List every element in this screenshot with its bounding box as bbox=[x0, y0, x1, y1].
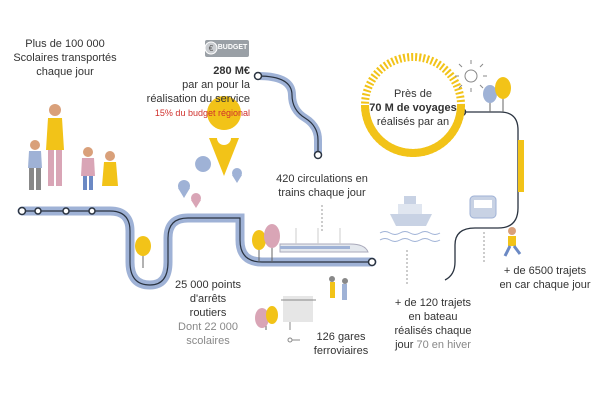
budget-note: 15% du budget régional bbox=[154, 108, 250, 118]
station-icon bbox=[281, 276, 348, 343]
bateau-line4a: jour bbox=[395, 339, 414, 351]
trains-line2: trains chaque jour bbox=[278, 187, 366, 199]
tree-icon bbox=[483, 77, 511, 112]
map-pin-icon bbox=[178, 96, 242, 208]
car-stat: + de 6500 trajets en car chaque jour bbox=[490, 264, 600, 292]
trains-line1: 420 circulations en bbox=[276, 173, 368, 185]
arrets-line4: Dont 22 000 bbox=[178, 321, 238, 333]
family-icon bbox=[28, 104, 118, 190]
gares-stat: 126 gares ferroviaires bbox=[306, 330, 376, 358]
car-line1: + de 6500 trajets bbox=[503, 265, 587, 277]
bateau-line2: en bateau bbox=[408, 311, 458, 323]
budget-stat: 280 M€ par an pour la réalisation du ser… bbox=[140, 64, 250, 120]
budget-badge-label: BUDGET bbox=[217, 44, 248, 51]
tree-icon bbox=[135, 224, 280, 330]
budget-line2: par an pour la bbox=[182, 79, 250, 91]
voyages-stat: Près de 70 M de voyages réalisés par an bbox=[363, 87, 463, 129]
boat-icon bbox=[379, 196, 441, 285]
voyages-line2: 70 M de voyages bbox=[369, 102, 457, 114]
scolaires-line3: chaque jour bbox=[36, 66, 94, 78]
bateau-stat: + de 120 trajets en bateau réalisés chaq… bbox=[383, 296, 483, 352]
arrets-line2: d'arrêts bbox=[189, 293, 227, 305]
gares-line2: ferroviaires bbox=[313, 345, 369, 357]
gares-line1: 126 gares bbox=[316, 331, 366, 343]
voyages-line3: réalisés par an bbox=[376, 116, 450, 128]
arrets-stat: 25 000 points d'arrêts routiers Dont 22 … bbox=[168, 278, 248, 348]
svg-text:€: € bbox=[209, 44, 214, 53]
arrets-line3: routiers bbox=[189, 307, 227, 319]
scolaires-stat: Plus de 100 000 Scolaires transportés ch… bbox=[10, 37, 120, 79]
sun-icon bbox=[455, 60, 487, 92]
train-icon bbox=[279, 205, 369, 253]
runner-icon bbox=[503, 227, 522, 257]
budget-badge-icon: € bbox=[204, 40, 249, 57]
bus-icon bbox=[469, 195, 497, 262]
trains-stat: 420 circulations en trains chaque jour bbox=[268, 172, 376, 200]
arrets-line5: scolaires bbox=[186, 335, 230, 347]
bateau-line4b: 70 en hiver bbox=[416, 339, 471, 351]
scolaires-line2: Scolaires transportés bbox=[13, 52, 117, 64]
scolaires-line1: Plus de 100 000 bbox=[25, 38, 105, 50]
car-line2: en car chaque jour bbox=[499, 279, 591, 291]
budget-line3: réalisation du service bbox=[146, 93, 250, 105]
voyages-line1: Près de bbox=[394, 88, 432, 100]
budget-connector bbox=[254, 72, 322, 159]
arrets-line1: 25 000 points bbox=[174, 279, 242, 291]
bateau-line3: réalisés chaque bbox=[394, 325, 472, 337]
bateau-line1: + de 120 trajets bbox=[394, 297, 472, 309]
route-path-right bbox=[454, 111, 519, 262]
budget-amount: 280 M€ bbox=[213, 65, 250, 77]
